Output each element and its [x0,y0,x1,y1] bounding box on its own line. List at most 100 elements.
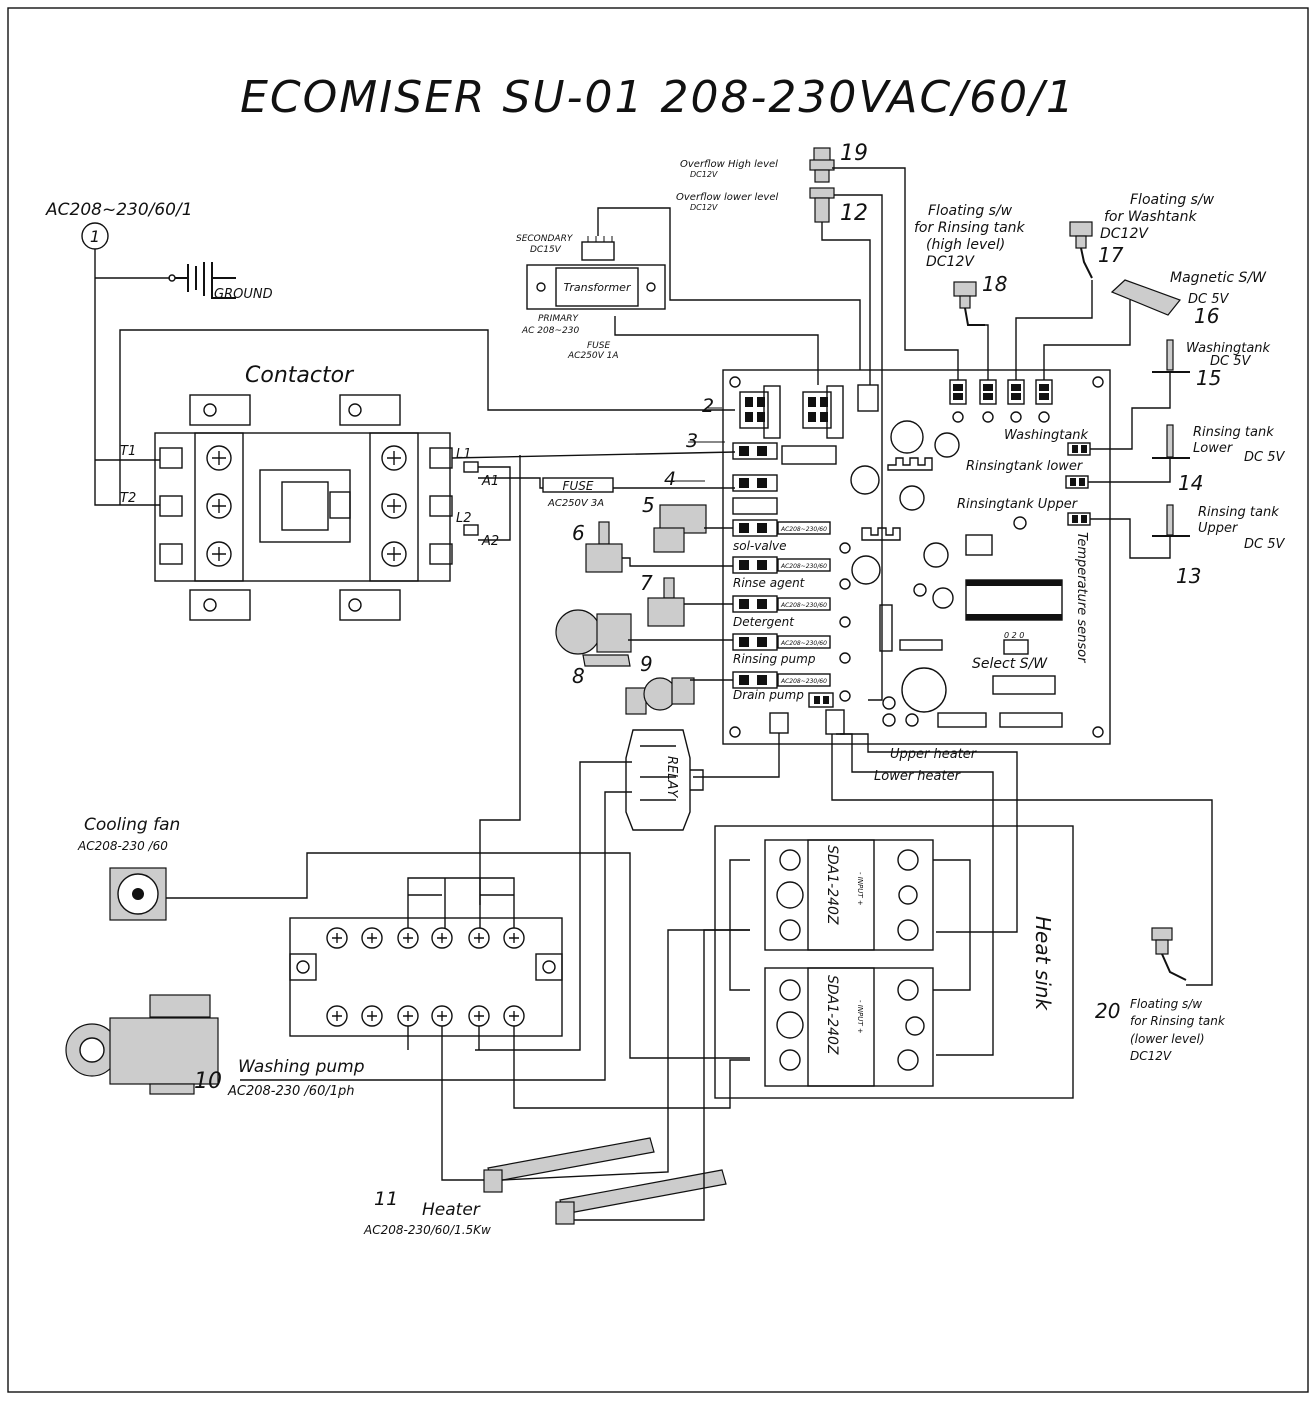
board-washingtank: Washingtank [1004,428,1089,443]
float-switch-rinse-high: Floating s/w for Rinsing tank (high leve… [914,203,1026,326]
svg-text:15: 15 [1196,366,1221,390]
heater-v: AC208-230/60/1.5Kw [363,1223,491,1237]
label-10: 10 [194,1069,222,1094]
float-switch-rinse-low: 20 Floating s/w for Rinsing tank (lower … [1095,927,1226,1063]
temp-sensor-13: Rinsing tank Upper DC 5V 13 [1152,504,1285,588]
svg-text:Floating s/w: Floating s/w [928,203,1013,219]
svg-text:18: 18 [982,272,1007,296]
svg-text:16: 16 [1194,304,1219,328]
svg-text:DC12V: DC12V [1100,226,1149,242]
board-connectors [732,384,879,515]
svg-text:AC208~230/60: AC208~230/60 [780,563,827,570]
svg-text:for Rinsing tank: for Rinsing tank [1130,1014,1226,1028]
page-frame [7,7,1309,1393]
float-switch-wash: Floating s/w for Washtank DC12V 17 [1069,192,1215,279]
upper-heater: Upper heater [890,747,978,762]
contactor-l2: L2 [456,511,472,526]
label-4: 4 [664,468,676,490]
svg-text:DC12V: DC12V [1130,1049,1172,1063]
overflow-low-v: DC12V [690,203,718,212]
magnetic-switch: Magnetic S/W DC 5V 16 [1110,270,1267,328]
temp-sensor-15: Washingtank DC 5V 15 [1152,339,1271,390]
heat-sink-label: Heat sink [1031,916,1055,1011]
svg-text:AC208~230/60: AC208~230/60 [780,640,827,647]
svg-text:SDA1-240Z: SDA1-240Z [824,975,840,1055]
main-fuse [542,477,614,493]
transformer-primary: PRIMARY [538,314,580,324]
svg-text:AC208~230/60: AC208~230/60 [780,602,827,609]
transformer-secondary: SECONDARY [516,234,574,244]
svg-text:Rinsing tank: Rinsing tank [1198,505,1279,520]
svg-text:for Rinsing tank: for Rinsing tank [914,220,1026,236]
svg-text:8: 8 [572,664,585,688]
label-3: 3 [686,430,698,452]
contactor-label: Contactor [245,363,355,388]
svg-text:17: 17 [1098,243,1124,267]
control-board [722,369,1111,745]
svg-text:AC208~230/60: AC208~230/60 [780,526,827,533]
svg-text:20: 20 [1095,999,1120,1023]
temp-sensor-14: Rinsing tank Lower DC 5V 14 [1088,424,1285,495]
board-rinsing-upper: Rinsingtank Upper [957,497,1079,512]
output-rinsing-pump: Rinsing pump [733,652,816,666]
svg-text:for Washtank: for Washtank [1104,209,1197,225]
svg-text:Rinsing tank: Rinsing tank [1193,425,1274,440]
fuse-label: FUSE [563,479,594,493]
cooling-fan-icon [109,867,167,921]
heater-label: Heater [422,1200,481,1220]
ground-icon [168,262,236,299]
relay: RELAY [625,729,691,831]
output-rinse: Rinse agent [733,576,806,590]
terminal-block [289,917,563,1037]
svg-text:Floating s/w: Floating s/w [1130,192,1215,208]
svg-text:RELAY: RELAY [664,756,679,798]
output-detergent: Detergent [733,615,795,629]
detergent-pump-icon: 7 [640,571,685,627]
svg-text:AC208~230/60: AC208~230/60 [780,678,827,685]
svg-text:9: 9 [640,652,653,676]
svg-text:14: 14 [1178,471,1203,495]
transformer-fuse-v: AC250V 1A [567,351,619,361]
pump-label: Washing pump [238,1057,365,1077]
svg-text:- INPUT +: - INPUT + [856,872,864,906]
rinse-agent-pump-icon: 6 [572,521,623,573]
output-column: AC208~230/60 AC208~230/60 AC208~230/60 A… [732,519,831,702]
svg-text:- INPUT +: - INPUT + [856,1000,864,1034]
contactor-a2: A2 [481,534,499,549]
fan-v: AC208-230 /60 [77,839,168,853]
select-small: 0 2 0 [1004,631,1024,640]
overflow-sensors: 19 12 Overflow High level DC12V Overflow… [676,141,868,226]
svg-text:13: 13 [1176,564,1201,588]
svg-text:DC12V: DC12V [926,254,975,270]
sol-valve-icon: 5 [642,493,707,553]
heater-icon [483,1137,727,1225]
heat-sink [714,825,1074,1099]
label-11: 11 [374,1188,398,1210]
contactor-l1: L1 [456,447,472,462]
svg-text:(high level): (high level) [926,237,1005,253]
ground-label: GROUND [214,287,273,302]
overflow-high-v: DC12V [690,170,718,179]
svg-text:Magnetic S/W: Magnetic S/W [1170,270,1267,286]
pump-v: AC208-230 /60/1ph [227,1084,354,1099]
svg-text:Washingtank: Washingtank [1186,341,1271,356]
output-sol: sol-valve [733,539,787,553]
select-switch: Select S/W [972,656,1048,672]
board-components [839,420,1063,728]
svg-text:DC 5V: DC 5V [1244,450,1285,465]
svg-text:Floating s/w: Floating s/w [1130,997,1202,1011]
board-temp-sensor: Temperature sensor [1074,532,1089,664]
power-label: AC208~230/60/1 [45,200,193,220]
board-rinsing-lower: Rinsingtank lower [966,459,1084,474]
terminal-screws [326,927,525,1027]
transformer-label: Transformer [564,281,632,294]
svg-text:Lower: Lower [1193,441,1234,456]
output-drain: Drain pump [733,688,804,702]
fan-label: Cooling fan [84,815,180,835]
power-num: 1 [90,227,100,246]
contactor: Contactor T1 T2 L1 A1 L2 A2 [120,363,499,621]
overflow-low: Overflow lower level [676,192,779,203]
svg-text:SDA1-240Z: SDA1-240Z [824,845,840,925]
svg-text:(lower level): (lower level) [1130,1032,1205,1046]
